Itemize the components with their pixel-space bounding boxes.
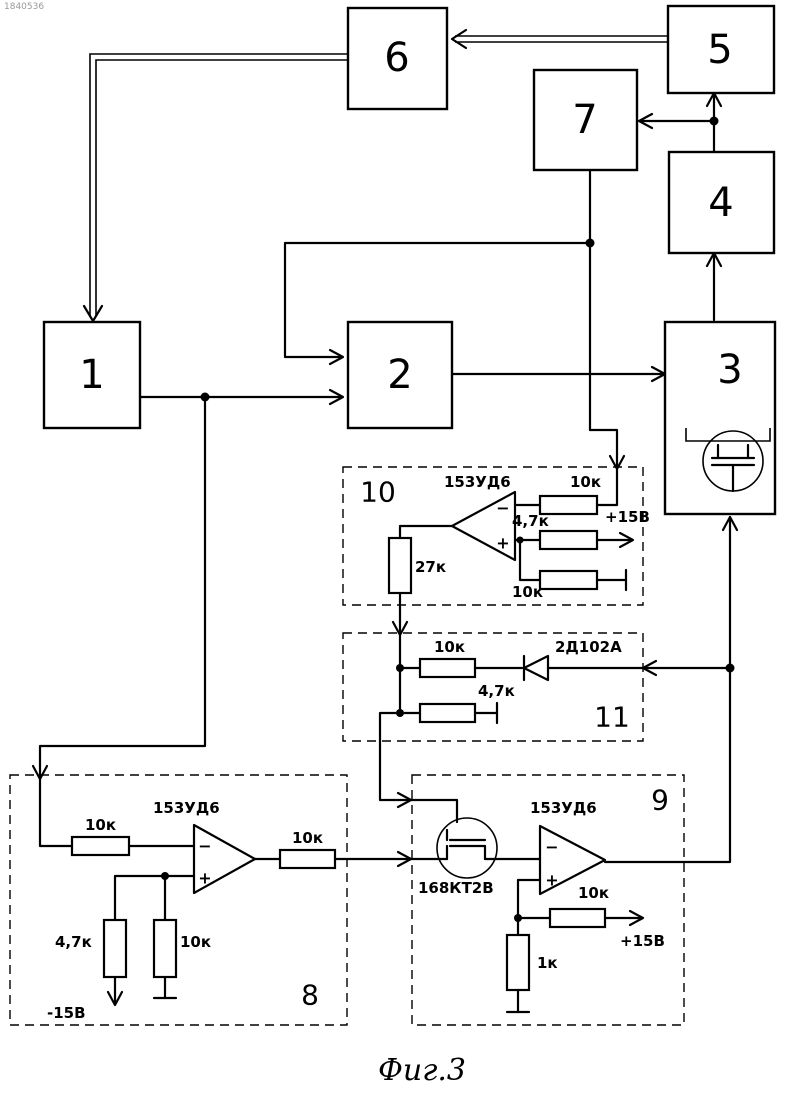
block-6: 6 <box>348 8 447 109</box>
module-11-diode-label: 2Д102А <box>555 638 622 656</box>
module-10-resistor-mid <box>540 531 597 549</box>
block-1: 1 <box>44 322 140 428</box>
module-9-r-gnd-label: 1к <box>537 954 558 972</box>
module-11-r-top-label: 10к <box>434 638 465 656</box>
module-9-plus: + <box>545 871 558 890</box>
module-8: 8 153УД6 10к − + 10к 4,7к -15В 10к <box>40 779 438 1022</box>
module-10-resistor-bottom <box>540 571 597 589</box>
module-10-r-top-label: 10к <box>570 473 601 491</box>
watermark: 1840536 <box>4 2 44 12</box>
block-1-label: 1 <box>79 352 104 398</box>
module-11-resistor-bottom <box>420 704 475 722</box>
module-8-r-right-label: 10к <box>180 933 211 951</box>
wire-3-to-4 <box>707 253 721 320</box>
wire-4-to-5 <box>639 93 721 152</box>
module-8-r-left-label: 4,7к <box>55 933 92 951</box>
module-8-resistor-left <box>104 920 126 977</box>
wire-11-to-9 <box>380 713 411 807</box>
module-8-resistor-out <box>280 850 335 868</box>
module-11: 11 10к 2Д102А 4,7к <box>396 635 730 734</box>
module-9-opamp-label: 153УД6 <box>530 799 597 817</box>
module-10-r-bot-label: 10к <box>512 583 543 601</box>
module-10-minus: − <box>496 499 509 518</box>
block-5: 5 <box>668 6 774 93</box>
module-10-supply-label: +15В <box>605 508 650 526</box>
module-8-minus: − <box>198 837 211 856</box>
wire-1-to-2 <box>33 390 343 779</box>
bus-6-to-1 <box>84 54 348 321</box>
module-8-opamp-label: 153УД6 <box>153 799 220 817</box>
module-10-number: 10 <box>360 476 396 509</box>
module-8-r-in-label: 10к <box>85 816 116 834</box>
block-2: 2 <box>348 322 452 428</box>
block-7-label: 7 <box>572 97 597 143</box>
module-10-r-mid-label: 4,7к <box>512 512 549 530</box>
module-9-supply-label: +15В <box>620 932 665 950</box>
module-8-r-out-label: 10к <box>292 829 323 847</box>
module-10: 10 153УД6 − + 10к +15В 4,7к 10к 27к <box>360 470 650 635</box>
wire-2-to-3 <box>452 367 665 381</box>
block-4: 4 <box>669 152 774 253</box>
module-8-resistor-right <box>154 920 176 977</box>
wire-7-output <box>285 170 624 469</box>
module-9-minus: − <box>545 838 558 857</box>
module-11-number: 11 <box>594 701 630 734</box>
block-5-label: 5 <box>707 27 732 73</box>
module-8-resistor-in <box>72 837 129 855</box>
module-11-r-bot-label: 4,7к <box>478 682 515 700</box>
module-9-transistor <box>411 800 540 878</box>
module-11-resistor-top <box>420 659 475 677</box>
module-9: 9 153УД6 168КТ2В − + 10к +15В 1к <box>411 784 669 1013</box>
module-9-resistor-fb <box>550 909 605 927</box>
module-10-opamp-label: 153УД6 <box>444 473 511 491</box>
module-11-diode <box>524 656 548 680</box>
module-9-r-fb-label: 10к <box>578 884 609 902</box>
module-8-supply-label: -15В <box>47 1004 86 1022</box>
block-2-label: 2 <box>387 352 412 398</box>
bus-5-to-6 <box>452 30 668 48</box>
wire-9-to-3 <box>605 517 737 862</box>
module-9-transistor-label: 168КТ2В <box>418 879 494 897</box>
module-10-r-left-label: 27к <box>415 558 446 576</box>
module-10-resistor-left <box>389 538 411 593</box>
block-7: 7 <box>534 70 637 170</box>
module-8-plus: + <box>198 869 211 888</box>
figure-caption: Фиг.3 <box>378 1053 466 1088</box>
module-10-plus: + <box>496 534 509 553</box>
block-6-label: 6 <box>384 35 409 81</box>
block-3: 3 <box>665 322 775 514</box>
module-9-number: 9 <box>651 784 669 817</box>
module-8-number: 8 <box>301 979 319 1012</box>
module-9-resistor-gnd <box>507 935 529 990</box>
block-4-label: 4 <box>708 180 733 226</box>
block-3-label: 3 <box>717 347 742 393</box>
